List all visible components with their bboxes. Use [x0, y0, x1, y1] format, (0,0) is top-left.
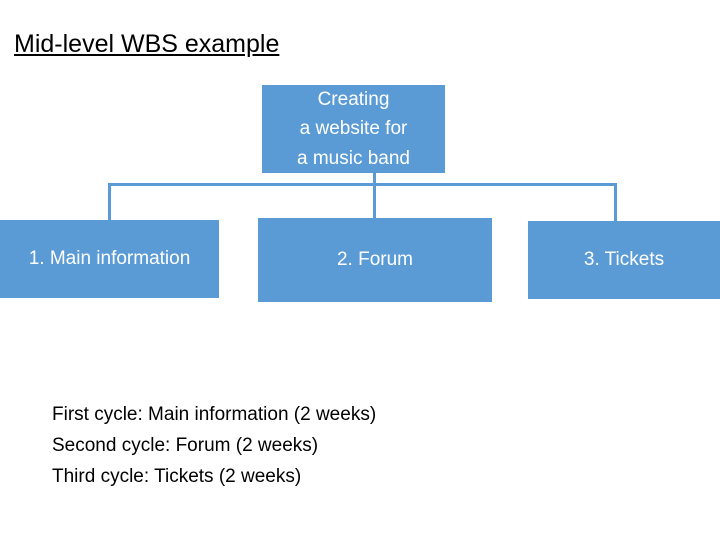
connector-drop-node-2: [373, 183, 376, 219]
connector-drop-node-3: [614, 183, 617, 222]
cycle-line-first: First cycle: Main information (2 weeks): [52, 404, 377, 425]
wbs-node-tickets[interactable]: 3. Tickets: [528, 221, 720, 299]
wbs-node-forum[interactable]: 2. Forum: [258, 218, 492, 302]
cycle-line-third: Third cycle: Tickets (2 weeks): [52, 465, 302, 487]
wbs-root-node[interactable]: Creating a website for a music band: [262, 85, 445, 173]
wbs-node-main-information[interactable]: 1. Main information: [0, 220, 219, 298]
connector-horizontal-bus: [108, 183, 617, 186]
cycles-list: First cycle: Main information (2 weeks) …: [52, 400, 376, 492]
connector-drop-node-1: [108, 183, 111, 221]
connector-root-stub: [373, 173, 376, 185]
page-title: Mid-level WBS example: [14, 30, 280, 58]
cycle-line-second: Second cycle: Forum (2 weeks): [52, 434, 319, 456]
